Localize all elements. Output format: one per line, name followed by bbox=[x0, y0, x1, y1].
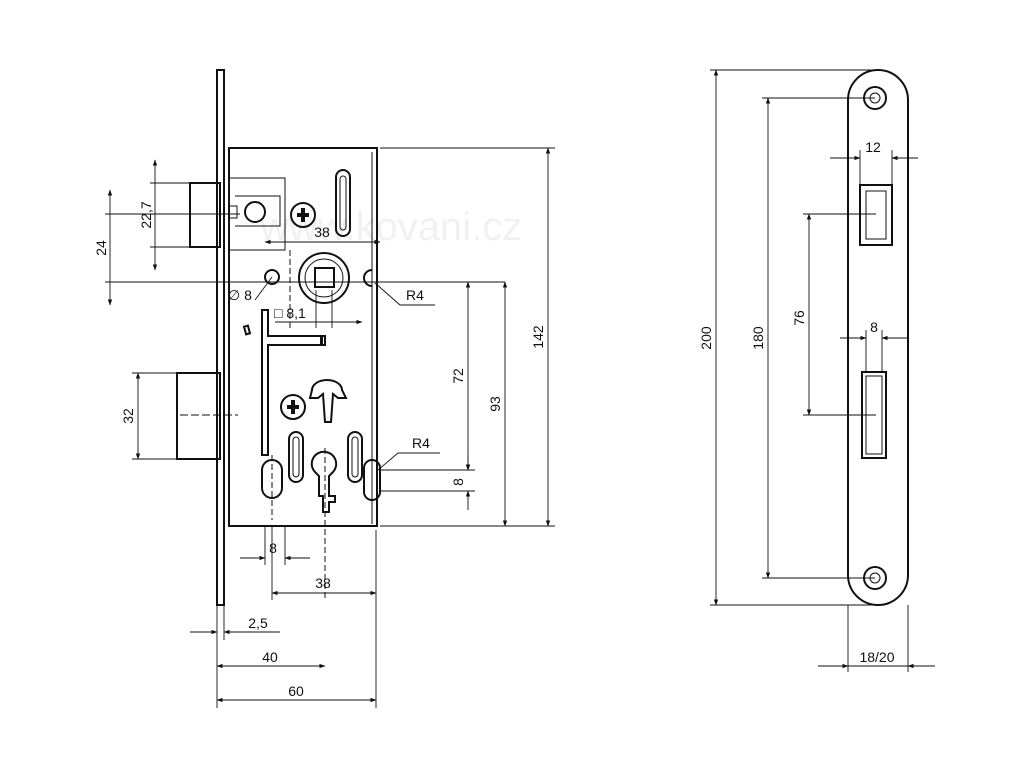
latch bbox=[189, 182, 221, 248]
dim-center-distance: 72 bbox=[450, 368, 466, 384]
dim-center-total: 93 bbox=[487, 396, 503, 412]
dim-slot-width: 8 bbox=[269, 540, 277, 556]
tumbler bbox=[308, 379, 348, 423]
dim-faceplate-thickness: 2,5 bbox=[248, 615, 268, 631]
faceplate-front bbox=[847, 69, 909, 606]
dim-case-depth: 60 bbox=[288, 683, 304, 699]
dim-faceplate-length: 200 bbox=[698, 326, 714, 350]
dim-handle-to-edge: 38 bbox=[314, 224, 330, 240]
lock-case bbox=[228, 147, 378, 527]
latch-opening bbox=[859, 184, 893, 246]
dim-latch-to-bolt: 76 bbox=[791, 310, 807, 326]
dim-latch-offset: 24 bbox=[93, 240, 109, 256]
dim-bolt-width: 8 bbox=[870, 319, 878, 335]
dim-latch-width: 12 bbox=[865, 139, 881, 155]
deadbolt bbox=[176, 372, 221, 460]
dim-pin-diameter: ∅ 8 bbox=[228, 287, 252, 303]
dim-backset: 40 bbox=[262, 649, 278, 665]
dim-bolt-height: 32 bbox=[120, 408, 136, 424]
dimension-labels-side: 22,7 24 38 ∅ 8 □ 8,1 R4 R4 142 93 72 8 3… bbox=[93, 201, 546, 699]
dim-case-height: 142 bbox=[530, 325, 546, 349]
dim-spindle-square: □ 8,1 bbox=[274, 305, 306, 321]
keyhole bbox=[310, 450, 338, 513]
dimension-lines bbox=[105, 147, 555, 708]
dim-radius-top: R4 bbox=[406, 287, 424, 303]
case-screw-middle bbox=[280, 394, 306, 420]
dim-faceplate-width: 18/20 bbox=[859, 649, 894, 665]
dim-latch-height: 22,7 bbox=[138, 201, 154, 228]
dim-radius-bottom: R4 bbox=[412, 435, 430, 451]
faceplate-side bbox=[216, 69, 225, 606]
faceplate-dimension-lines bbox=[710, 69, 935, 672]
pin-hole bbox=[264, 269, 280, 285]
lock-body-view bbox=[176, 69, 381, 606]
dim-slot-offset: 8 bbox=[450, 478, 466, 486]
handle-follower bbox=[298, 252, 350, 304]
case-screw-top bbox=[290, 202, 316, 228]
spindle-square-hole bbox=[314, 267, 335, 288]
dim-keyhole-to-edge: 38 bbox=[315, 575, 331, 591]
dimension-labels-front: 200 180 76 12 8 18/20 bbox=[698, 139, 895, 665]
dim-screw-distance: 180 bbox=[750, 326, 766, 350]
